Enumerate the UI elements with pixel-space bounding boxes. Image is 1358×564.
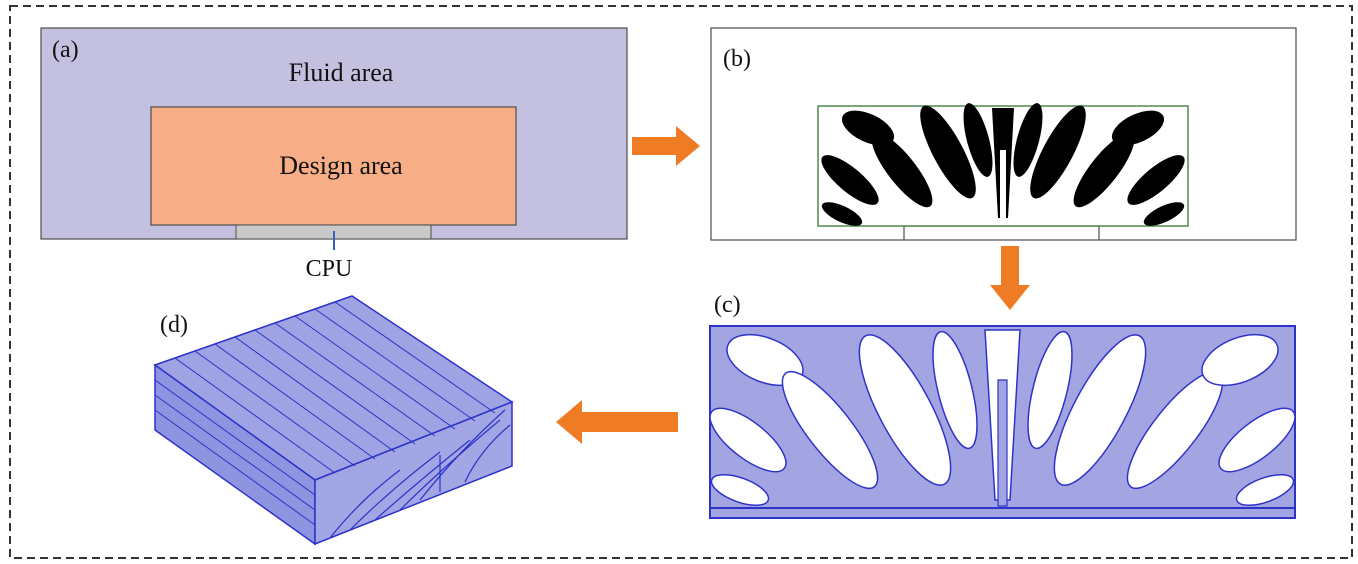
solid-region	[1111, 110, 1165, 146]
solid-region	[709, 407, 787, 473]
optimized-topology	[817, 103, 1189, 227]
solid-region	[821, 155, 879, 205]
solid-region	[858, 334, 952, 486]
solid-region	[1030, 105, 1086, 199]
panel-c: (c)	[709, 292, 1296, 519]
figure-border	[9, 5, 1353, 559]
design-area-label: Design area	[279, 151, 403, 180]
solid-region	[920, 105, 976, 199]
solid-region	[821, 202, 863, 226]
panel-a: (a) Fluid area Design area CPU	[40, 27, 628, 282]
solid-region	[1218, 407, 1296, 473]
solid-region	[1201, 333, 1279, 387]
solid-region	[1073, 132, 1135, 208]
panel-d: (d)	[153, 295, 514, 546]
panel-c-label: (c)	[714, 292, 741, 318]
arrow-a-to-b	[632, 126, 700, 166]
solid-region	[781, 370, 879, 490]
solid-region	[963, 103, 993, 177]
solid-region	[1235, 474, 1295, 506]
section-branches	[329, 409, 511, 539]
left-stripes	[154, 379, 316, 526]
cpu-label: CPU	[306, 256, 353, 282]
panel-a-label: (a)	[52, 37, 79, 63]
channel-layout	[709, 325, 1296, 519]
solid-region	[1127, 155, 1185, 205]
panel-b: (b)	[710, 27, 1297, 241]
solid-region	[710, 474, 770, 506]
solid-region	[1027, 330, 1073, 450]
solid-region	[1000, 150, 1006, 222]
channel-trunk	[997, 379, 1008, 507]
solid-region	[932, 330, 978, 450]
solid-region	[1143, 202, 1185, 226]
arrow-b-to-c	[990, 246, 1030, 310]
panel-b-label: (b)	[723, 46, 751, 72]
arrow-c-to-d	[556, 400, 678, 444]
design-area-rect	[150, 106, 517, 226]
solid-region	[1053, 334, 1147, 486]
fluid-area-label: Fluid area	[289, 58, 394, 87]
heat-sink-3d	[153, 295, 514, 546]
solid-region	[1013, 103, 1043, 177]
top-stripes	[174, 301, 496, 474]
solid-region	[871, 132, 933, 208]
panel-d-label: (d)	[160, 312, 188, 338]
